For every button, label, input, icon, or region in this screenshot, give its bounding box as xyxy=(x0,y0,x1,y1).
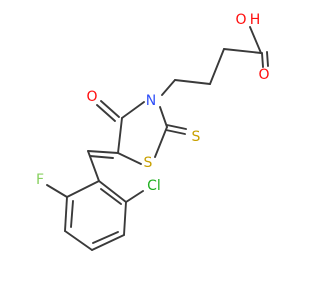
bond-c2-c3 xyxy=(209,48,225,85)
bond-ar-inner-1 xyxy=(100,188,122,205)
bond-c4-o-double-b xyxy=(266,51,269,67)
bond-c4ring-o-a xyxy=(100,100,120,118)
bond-ar-inner-2 xyxy=(92,231,119,244)
atom-label-o-ketone: O xyxy=(86,89,97,105)
bond-c1-c2 xyxy=(174,79,211,85)
atom-label-n-ring: N xyxy=(146,93,156,109)
bond-c4ring-o-b xyxy=(96,104,116,122)
atom-label-s-thione: S xyxy=(192,129,201,145)
molecule-structure: O H O O N S S F Cl xyxy=(36,12,270,251)
bond-ar3-ar4 xyxy=(91,234,125,251)
atom-label-f: F xyxy=(36,172,44,188)
atom-label-h-hydroxyl: H xyxy=(250,12,261,28)
bond-ar6-ar1 xyxy=(66,180,100,198)
bond-s1-c2ring xyxy=(154,126,168,158)
bond-c2ring-s-a xyxy=(166,124,187,130)
bond-c5-ch xyxy=(87,150,119,154)
bond-c4-oh xyxy=(249,26,262,54)
bond-ar5-ar6 xyxy=(64,196,68,232)
atom-label-o-acid: O xyxy=(258,67,269,83)
bond-c5-s1 xyxy=(117,152,142,165)
bond-ar-inner-3 xyxy=(70,200,74,228)
atom-labels: O H O O N S S F Cl xyxy=(36,12,270,194)
bond-c2ring-s-b xyxy=(165,129,186,135)
bond-ar2-ar3 xyxy=(123,201,127,236)
bond-n-c1 xyxy=(161,79,176,96)
bond-c4-o-double-a xyxy=(261,52,264,68)
bonds xyxy=(46,26,269,251)
bond-c4ring-c5 xyxy=(117,117,123,154)
bond-c3-c4 xyxy=(223,48,262,54)
bond-ar1-ar2 xyxy=(98,180,127,203)
atom-label-cl: Cl xyxy=(147,178,161,194)
bond-ar4-ar5 xyxy=(64,230,93,251)
bond-c5-ch-inner xyxy=(89,155,114,159)
atom-label-s-ring: S xyxy=(144,155,153,171)
atom-label-o-hydroxyl: O xyxy=(235,12,246,28)
bond-c2ring-n xyxy=(159,106,168,128)
bond-ar2-cl xyxy=(125,190,144,203)
bond-n-c4ring xyxy=(121,101,145,119)
bond-ar6-f xyxy=(46,184,68,198)
bond-ch-aryl xyxy=(87,150,100,182)
